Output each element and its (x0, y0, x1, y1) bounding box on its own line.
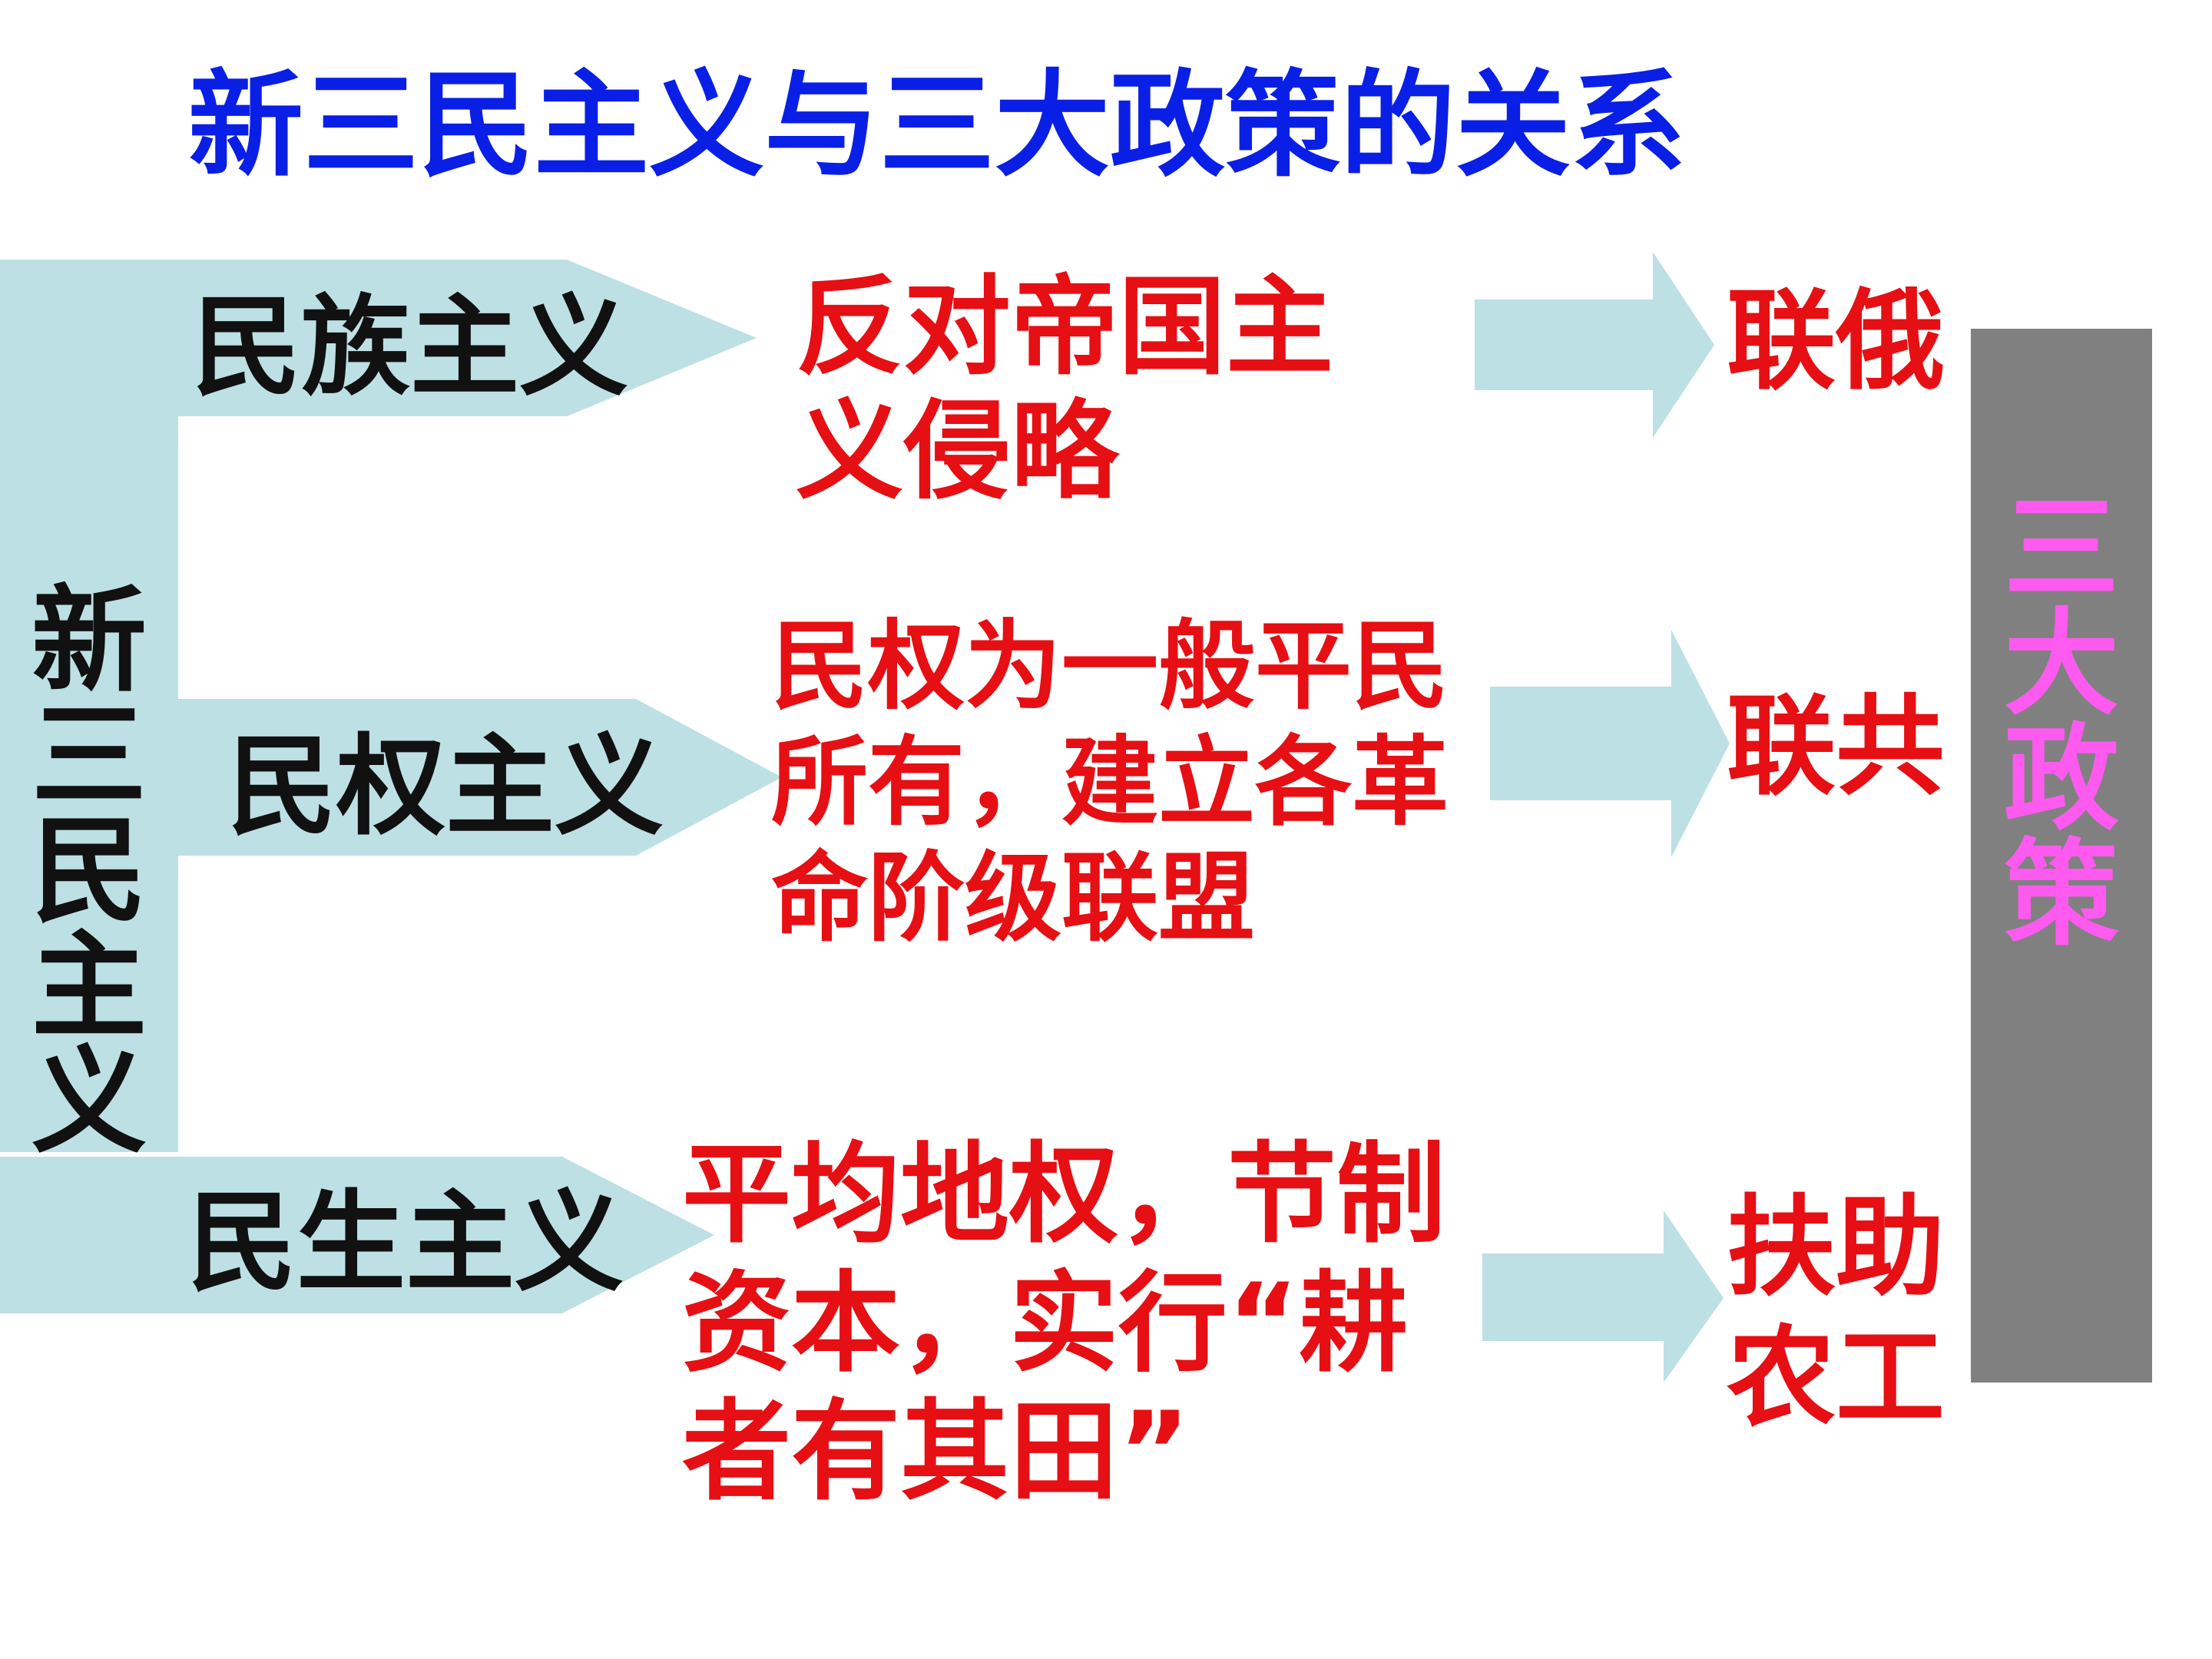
principle-label-democracy: 民权主义 (227, 724, 664, 850)
principle-pentagon-democracy (178, 699, 782, 856)
root-label-char: 民 (31, 805, 147, 939)
policy-line: 扶助 (1727, 1184, 1945, 1311)
policy-line: 联俄 (1727, 278, 1945, 405)
root-label-char: 主 (31, 920, 147, 1054)
content-line: 反对帝国主 (796, 265, 1334, 390)
content-line: 命阶级联盟 (771, 842, 1255, 955)
content-livelihood: 平均地权，节制 资本，实行“耕 者有其田” (682, 1131, 1445, 1517)
banner-label-char: 大 (2003, 598, 2119, 731)
principle-pentagon-livelihood (0, 1157, 714, 1313)
principle-label-nationalism: 民族主义 (192, 284, 628, 411)
policy-line: 农工 (1727, 1315, 1945, 1442)
policy-banner (1971, 329, 2152, 1382)
root-label-char: 义 (31, 1035, 147, 1169)
arrow-to-policy-1 (1475, 252, 1714, 438)
principle-pentagon-nationalism (0, 260, 757, 416)
arrow-to-policy-3 (1482, 1210, 1724, 1382)
content-line: 所有，建立各革 (771, 726, 1449, 839)
page-title: 新三民主义与三大政策的关系 (187, 58, 1686, 193)
root-label: 新 三 民 主 义 (0, 575, 178, 1160)
policy-ally-communists: 联共 (1727, 682, 1945, 813)
content-line: 平均地权，节制 (682, 1131, 1445, 1258)
content-line: 民权为一般平民 (771, 610, 1449, 723)
banner-label-char: 策 (2003, 828, 2119, 962)
root-label-char: 三 (31, 690, 147, 823)
root-label-char: 新 (31, 575, 147, 708)
arrow-to-policy-2 (1490, 630, 1730, 857)
banner-label: 三 大 政 策 (1971, 492, 2152, 952)
policy-line: 联共 (1727, 684, 1945, 810)
content-nationalism: 反对帝国主 义侵略 (796, 265, 1334, 515)
content-line: 者有其田” (682, 1389, 1190, 1516)
content-line: 资本，实行“耕 (682, 1260, 1409, 1387)
content-democracy: 民权为一般平民 所有，建立各革 命阶级联盟 (771, 608, 1449, 957)
policy-assist-workers-peasants: 扶助 农工 (1727, 1183, 1945, 1445)
root-bar (0, 416, 178, 1152)
content-line: 义侵略 (796, 389, 1119, 515)
banner-label-char: 政 (2003, 713, 2119, 846)
banner-label-char: 三 (2003, 482, 2119, 616)
policy-ally-russia: 联俄 (1727, 276, 1945, 407)
principle-label-livelihood: 民生主义 (187, 1180, 624, 1306)
